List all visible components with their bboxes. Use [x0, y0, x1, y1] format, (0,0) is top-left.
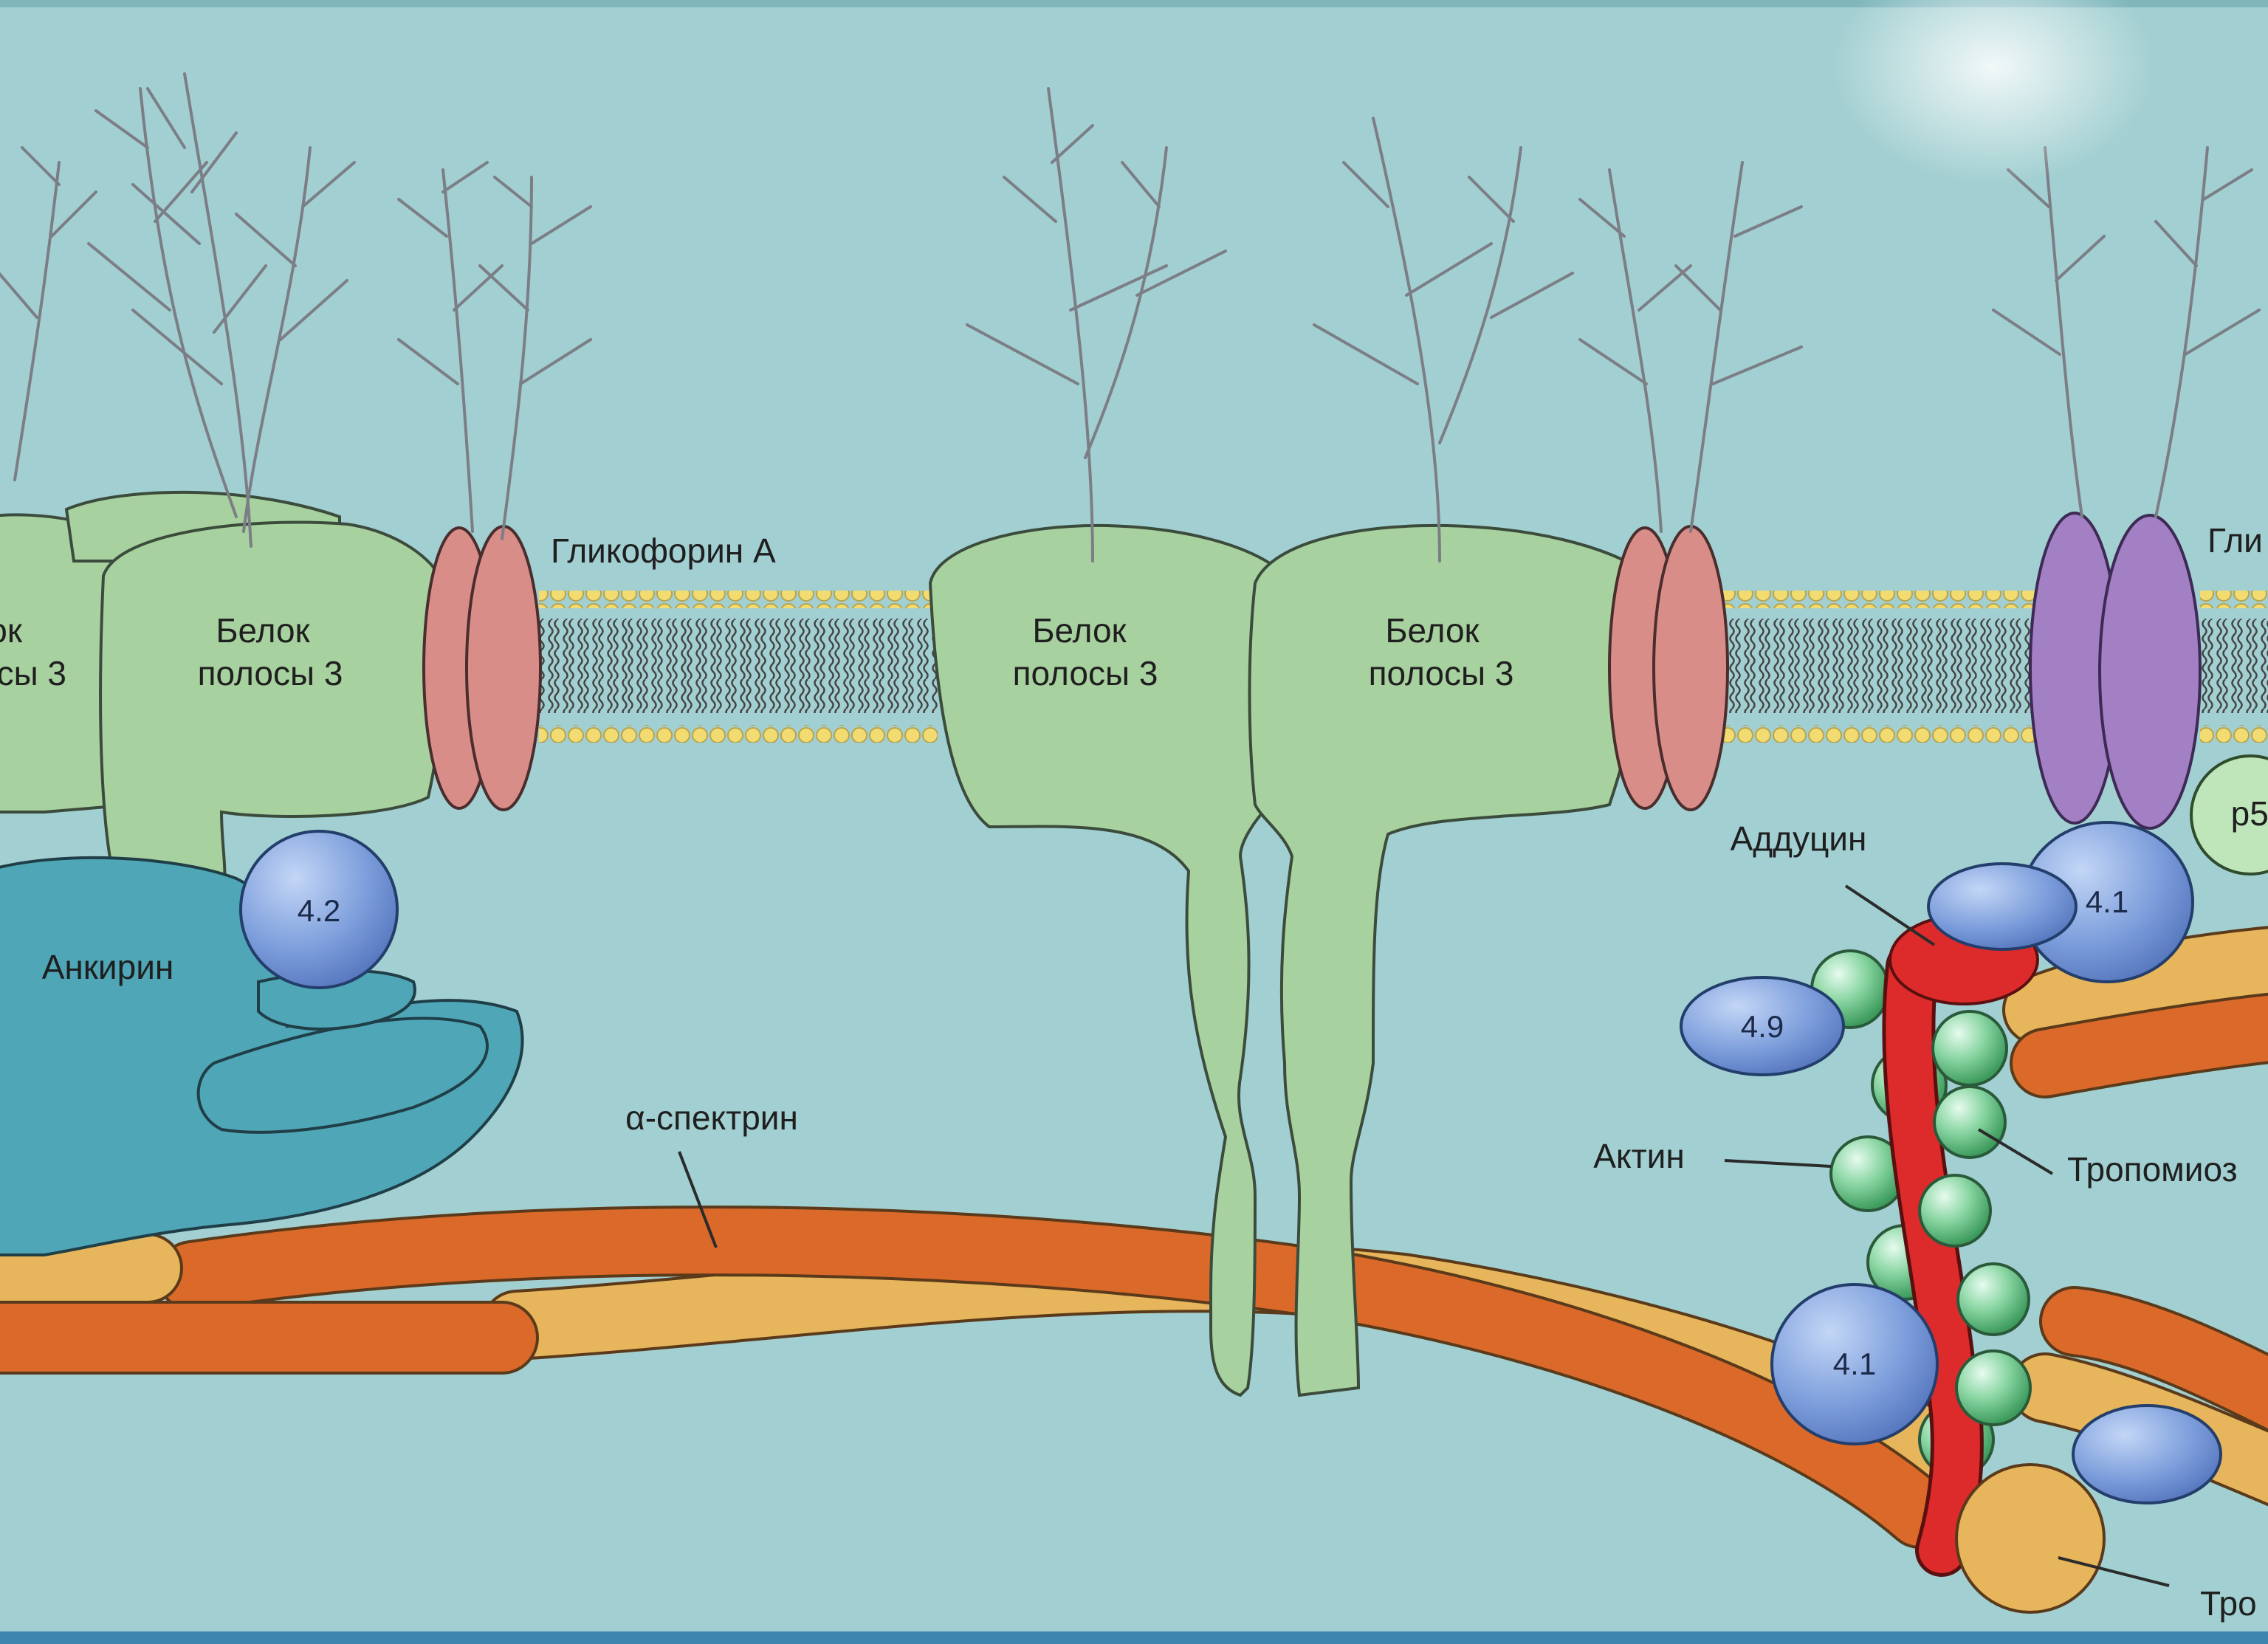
protein-4-9: [1680, 976, 1845, 1076]
glycophorin-a-label: Гликофорин А: [551, 532, 776, 570]
band3-2-label-line1: Белок: [1032, 611, 1127, 650]
protein-4-2-label: 4.2: [298, 893, 340, 928]
band3-1-label: Белок полосы 3: [198, 611, 343, 692]
glycophorin-a-right: [1608, 525, 1729, 811]
band3-2-label-line2: полосы 3: [1013, 654, 1158, 692]
blue-protein-lower-right: [2072, 1404, 2222, 1504]
glycophorin-c: [2029, 512, 2202, 830]
protein-4-1-bottom-label: 4.1: [1833, 1347, 1876, 1381]
leader-lines: [678, 884, 2170, 1587]
band3-left-partial-label-line2: лосы 3: [0, 654, 66, 692]
glycophorin-c-partial-label: Гли: [2207, 521, 2263, 560]
photo-glare: [1831, 0, 2156, 185]
alpha-spectrin-label: α-спектрин: [625, 1098, 798, 1137]
top-border-strip: [0, 0, 2268, 7]
bottom-border-strip: [0, 1631, 2268, 1644]
actin-label: Актин: [1593, 1137, 1685, 1175]
protein-4-2: [239, 830, 399, 989]
ankyrin-label: Анкирин: [42, 948, 174, 986]
band3-left-partial-label: лок лосы 3: [0, 611, 66, 692]
protein-4-9-label: 4.9: [1741, 1009, 1784, 1044]
p55-protein: [2190, 754, 2268, 876]
band3-3-label-line2: полосы 3: [1369, 654, 1514, 692]
adducin-label: Аддуцин: [1731, 819, 1867, 858]
band3-3-label: Белок полосы 3: [1369, 611, 1514, 692]
lipid-bilayer-segment-3: [2200, 591, 2268, 743]
band3-1-label-line1: Белок: [216, 611, 310, 650]
lipid-bilayer-segment-2: [1720, 591, 2038, 743]
blue-protein-behind-adducin: [1927, 862, 2078, 951]
band3-left-partial-label-line1: лок: [0, 611, 23, 650]
protein-4-1-top-label: 4.1: [2086, 884, 2128, 919]
carbohydrate-chains: [0, 72, 2261, 563]
tropomyosin-rod: [1882, 940, 1984, 1577]
tropomodulin-partial-label: Тро: [2200, 1584, 2257, 1623]
band3-2-label: Белок полосы 3: [1013, 611, 1158, 692]
lipid-bilayer-segment-1: [539, 591, 938, 743]
band3-3-label-line1: Белок: [1385, 611, 1480, 650]
glycophorin-a-left: [422, 525, 542, 811]
p55-label: p55: [2231, 794, 2268, 833]
tropomyosin-partial-label: Тропомиоз: [2067, 1150, 2238, 1189]
tropomodulin: [1955, 1463, 2106, 1614]
protein-4-1-bottom: [1770, 1283, 1939, 1445]
band3-1-label-line2: полосы 3: [198, 654, 343, 692]
actin-bead-right-column: [1918, 1010, 2032, 1426]
